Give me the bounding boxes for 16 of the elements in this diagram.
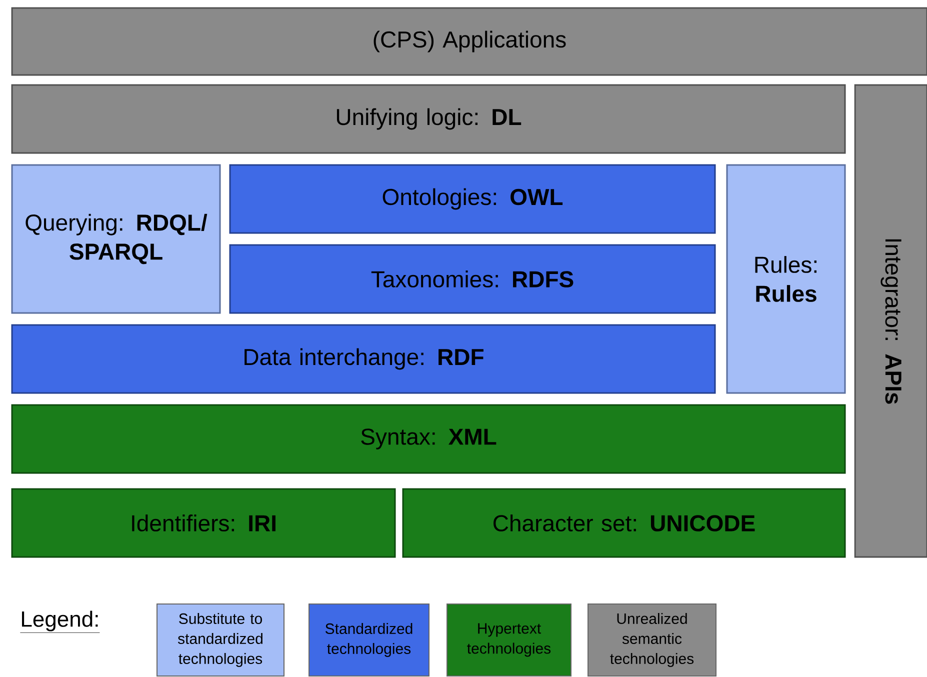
legend-heading: Legend: xyxy=(20,610,100,633)
layer-box: Unifying logic: DL xyxy=(11,84,846,154)
layer-box: Integrator: APIs xyxy=(854,84,927,558)
layer-box: Data interchange: RDF xyxy=(11,324,716,394)
layer-box: Identifiers: IRI xyxy=(11,488,396,558)
layer-box: Syntax: XML xyxy=(11,404,846,474)
layer-box: Querying: RDQL/ SPARQL xyxy=(11,164,221,314)
layer-box: (CPS) Applications xyxy=(11,7,927,76)
layer-box: Taxonomies: RDFS xyxy=(229,244,716,314)
layer-box: Character set: UNICODE xyxy=(402,488,846,558)
layer-box: Rules: Rules xyxy=(726,164,846,394)
legend-text: Standardized technologies xyxy=(325,623,412,657)
layer-box: Ontologies: OWL xyxy=(229,164,716,234)
legend-text: Hypertext technologies xyxy=(467,623,551,657)
legend-text: Substitute to standardized technologies xyxy=(178,613,262,667)
legend-text: Unrealized semantic technologies xyxy=(610,613,694,667)
